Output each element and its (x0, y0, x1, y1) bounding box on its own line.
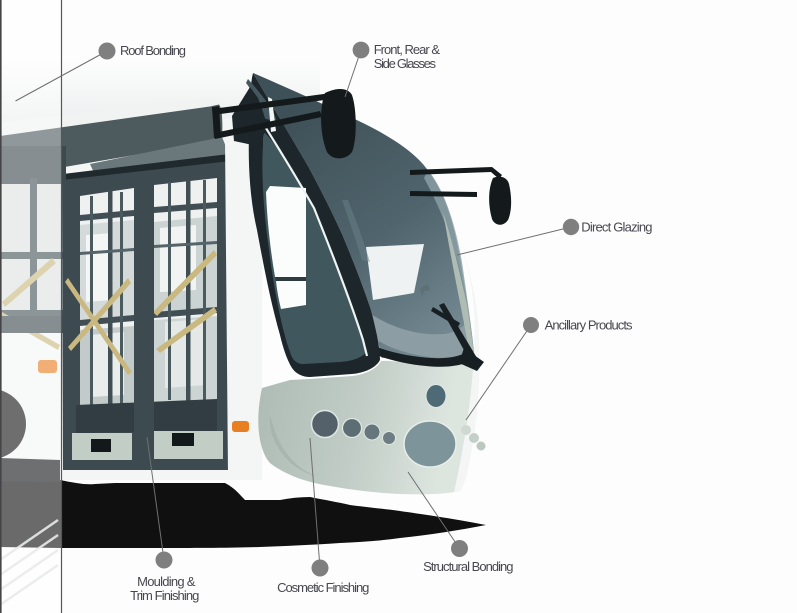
svg-text:Front, Rear &: Front, Rear & (374, 42, 441, 57)
svg-text:Cosmetic Finishing: Cosmetic Finishing (277, 580, 369, 595)
svg-text:Trim Finishing: Trim Finishing (130, 588, 199, 603)
svg-text:Moulding &: Moulding & (137, 574, 196, 589)
svg-text:Ancillary Products: Ancillary Products (545, 318, 633, 333)
svg-text:Side Glasses: Side Glasses (374, 56, 437, 71)
svg-text:Roof Bonding: Roof Bonding (120, 43, 186, 58)
svg-text:Direct Glazing: Direct Glazing (581, 219, 652, 234)
svg-text:Structural Bonding: Structural Bonding (423, 559, 513, 574)
